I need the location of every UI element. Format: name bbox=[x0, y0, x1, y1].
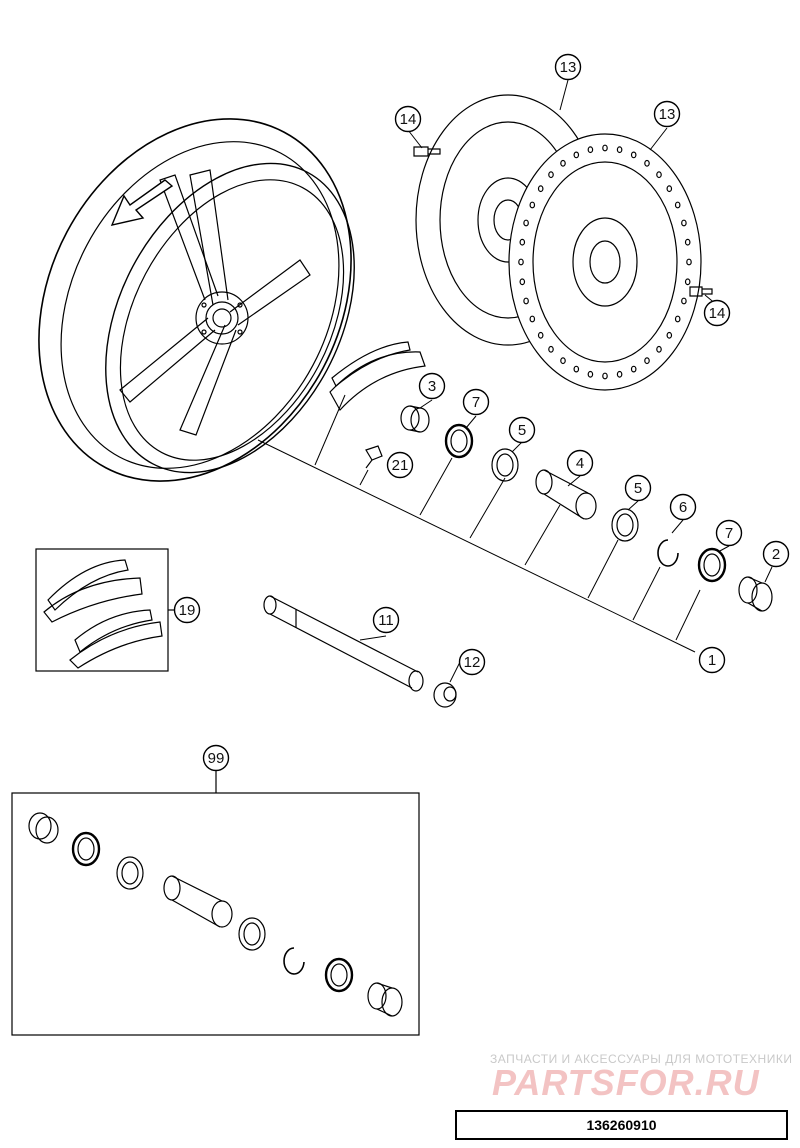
disc-hole bbox=[519, 238, 526, 246]
callout-6: 6 bbox=[669, 493, 697, 521]
watermark-logo: PARTSFOR.RU bbox=[492, 1062, 760, 1103]
seal-7-upper bbox=[444, 423, 474, 459]
callout-12: 12 bbox=[458, 648, 486, 676]
brake-disc-front bbox=[508, 133, 702, 391]
disc-hole bbox=[529, 201, 536, 209]
disc-hole bbox=[560, 357, 566, 365]
disc-hole bbox=[656, 345, 662, 353]
callout-number: 3 bbox=[428, 378, 436, 395]
callout-14b: 14 bbox=[703, 299, 731, 327]
circlip-6 bbox=[657, 539, 679, 567]
disc-hole bbox=[560, 159, 566, 167]
callout-7a: 7 bbox=[462, 388, 490, 416]
callout-4: 4 bbox=[566, 449, 594, 477]
wheel-decal bbox=[329, 341, 426, 412]
callout-13b: 13 bbox=[653, 100, 681, 128]
disc-hole bbox=[644, 357, 650, 365]
disc-bolt-lower bbox=[689, 286, 713, 297]
axle-nut-12 bbox=[433, 682, 457, 708]
valve-21 bbox=[365, 445, 383, 469]
callout-number: 6 bbox=[679, 499, 687, 516]
callout-number: 14 bbox=[400, 111, 417, 128]
watermark-tagline: ЗАПЧАСТИ И АКСЕССУАРЫ ДЛЯ МОТОТЕХНИКИ bbox=[490, 1052, 793, 1066]
callout-number: 4 bbox=[576, 455, 584, 472]
callout-5a: 5 bbox=[508, 416, 536, 444]
callout-number: 7 bbox=[472, 394, 480, 411]
callout-number: 7 bbox=[725, 525, 733, 542]
callout-number: 5 bbox=[634, 480, 642, 497]
callout-19: 19 bbox=[173, 596, 201, 624]
bearing-5-lower bbox=[611, 508, 639, 542]
callout-number: 11 bbox=[378, 612, 394, 629]
disc-hole bbox=[587, 146, 594, 154]
disc-hole bbox=[548, 345, 554, 353]
spacer-3 bbox=[400, 405, 430, 433]
callout-21: 21 bbox=[386, 451, 414, 479]
document-number: 136260910 bbox=[586, 1117, 657, 1133]
disc-hole bbox=[587, 370, 594, 378]
callout-number: 99 bbox=[208, 750, 225, 767]
disc-hole bbox=[537, 185, 544, 193]
disc-hole bbox=[616, 146, 623, 154]
disc-hole bbox=[537, 331, 544, 339]
callout-7b: 7 bbox=[715, 519, 743, 547]
callout-2: 2 bbox=[762, 540, 790, 568]
callout-number: 12 bbox=[464, 654, 481, 671]
callout-number: 1 bbox=[708, 652, 716, 669]
axle-11 bbox=[263, 595, 424, 692]
disc-hole bbox=[684, 238, 691, 246]
disc-hole bbox=[666, 185, 673, 193]
disc-hole bbox=[523, 297, 529, 305]
bearing-5-upper bbox=[491, 448, 519, 482]
disc-hole bbox=[684, 278, 691, 286]
disc-hole bbox=[681, 297, 687, 305]
disc-hole bbox=[519, 278, 526, 286]
disc-hole bbox=[674, 201, 681, 209]
callout-number: 13 bbox=[659, 106, 676, 123]
disc-hole bbox=[674, 315, 681, 323]
decal-kit-box bbox=[35, 548, 175, 672]
disc-hole bbox=[573, 151, 580, 159]
distance-sleeve-4 bbox=[535, 469, 597, 520]
disc-hole bbox=[644, 159, 650, 167]
document-number-box: 136260910 bbox=[455, 1110, 788, 1140]
callout-number: 5 bbox=[518, 422, 526, 439]
callout-leaders bbox=[359, 79, 773, 683]
disc-hole bbox=[666, 331, 673, 339]
callout-5b: 5 bbox=[624, 474, 652, 502]
disc-hole bbox=[656, 171, 662, 179]
callout-number: 21 bbox=[392, 457, 409, 474]
rotation-arrow-icon bbox=[110, 179, 174, 226]
callout-11: 11 bbox=[372, 606, 400, 634]
disc-hole bbox=[523, 219, 529, 227]
disc-hole bbox=[548, 171, 554, 179]
disc-hole bbox=[573, 365, 580, 373]
disc-hole bbox=[630, 151, 637, 159]
disc-hole bbox=[518, 258, 524, 266]
disc-hole bbox=[602, 144, 608, 152]
callout-layer: 13 13 14 14 3 7 5 4 5 6 7 2 21 1 19 11 12 99 bbox=[173, 53, 790, 772]
callout-number: 19 bbox=[179, 602, 196, 619]
seal-7-lower bbox=[697, 547, 727, 583]
assembly-leader-lines bbox=[257, 394, 701, 653]
bearing-kit-box bbox=[11, 770, 420, 1036]
callout-number: 14 bbox=[709, 305, 726, 322]
disc-hole bbox=[686, 258, 692, 266]
disc-bolt-upper bbox=[413, 146, 441, 157]
wheel-rim bbox=[38, 118, 355, 482]
disc-hole bbox=[529, 315, 536, 323]
callout-number: 2 bbox=[772, 546, 780, 563]
disc-hole bbox=[616, 370, 623, 378]
disc-hole bbox=[681, 219, 687, 227]
callout-14a: 14 bbox=[394, 105, 422, 133]
disc-hole bbox=[602, 372, 608, 380]
callout-1: 1 bbox=[698, 646, 726, 674]
callout-13a: 13 bbox=[554, 53, 582, 81]
callout-3: 3 bbox=[418, 372, 446, 400]
callout-99: 99 bbox=[202, 744, 230, 772]
callout-number: 13 bbox=[560, 59, 577, 76]
disc-hole bbox=[630, 365, 637, 373]
spacer-2 bbox=[738, 576, 773, 612]
